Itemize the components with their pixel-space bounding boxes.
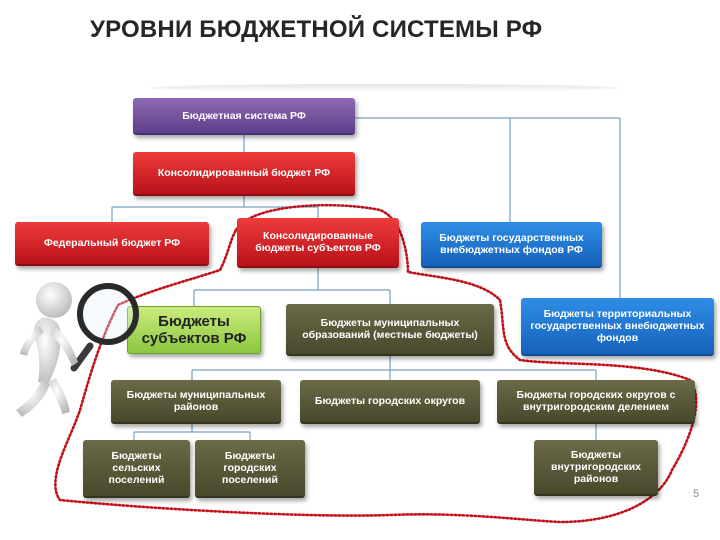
node-federal-budget: Федеральный бюджет РФ (15, 222, 209, 266)
node-urban-settlements: Бюджеты городских поселений (195, 440, 305, 498)
node-subjects-budgets: Бюджеты субъектов РФ (127, 306, 261, 354)
node-city-districts: Бюджеты городских округов (300, 380, 480, 424)
node-intracity-districts: Бюджеты внутригородских районов (534, 440, 658, 496)
node-consolidated-budget: Консолидированный бюджет РФ (133, 152, 355, 196)
page-title: УРОВНИ БЮДЖЕТНОЙ СИСТЕМЫ РФ (90, 16, 543, 43)
node-state-funds: Бюджеты государственных внебюджетных фон… (421, 222, 602, 268)
node-rural-settlements: Бюджеты сельских поселений (83, 440, 190, 498)
node-consolidated-subjects: Консолидированные бюджеты субъектов РФ (237, 218, 399, 268)
highlight-outline (54, 203, 698, 524)
node-territorial-funds: Бюджеты территориальных государственных … (521, 298, 714, 356)
node-budget-system: Бюджетная система РФ (133, 98, 355, 135)
title-divider (150, 84, 620, 92)
node-city-districts-inner: Бюджеты городских округов с внутригородс… (497, 380, 695, 424)
figure-with-magnifier-icon (16, 282, 139, 417)
node-municipal-budgets: Бюджеты муниципальных образований (местн… (286, 304, 494, 356)
node-municipal-districts: Бюджеты муниципальных районов (111, 380, 281, 424)
page-number: 5 (693, 488, 700, 500)
